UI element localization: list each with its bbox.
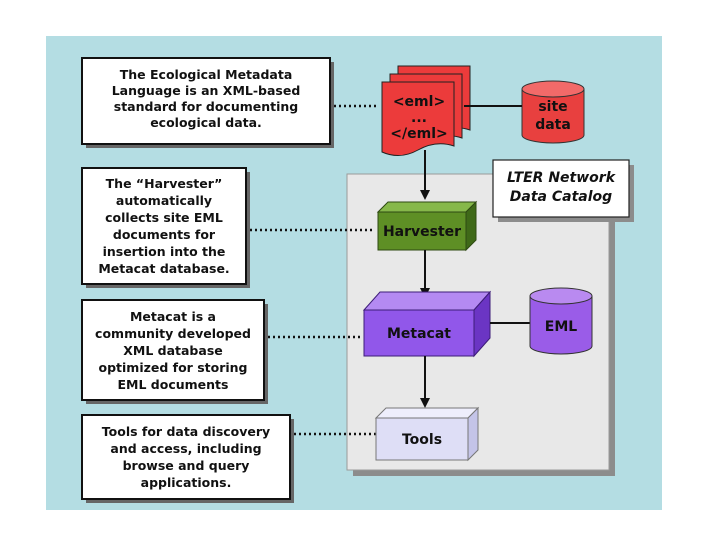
- eml-document-line-3: </eml>: [390, 126, 447, 142]
- eml-document-stack: <eml> ... </eml>: [381, 65, 471, 156]
- tools-description-line-3: browse and query: [123, 458, 250, 473]
- eml-description-box: The Ecological Metadata Language is an X…: [81, 57, 334, 148]
- tools-front-face: [375, 417, 469, 461]
- metacat-description-line-1: Metacat is a: [130, 309, 216, 324]
- catalog-label-box: [492, 159, 630, 218]
- tools-description-line-2: and access, including: [110, 441, 261, 456]
- tools-label: Tools: [402, 432, 442, 448]
- tools-description-line-4: applications.: [141, 475, 232, 490]
- harvester-description-line-2: automatically: [116, 193, 212, 208]
- eml-db-top: [529, 287, 593, 305]
- metacat-description-line-2: community developed: [95, 326, 251, 341]
- harvester-front-face: [377, 211, 467, 251]
- metacat-description-frame: [81, 299, 265, 401]
- harvester-description-line-1: The “Harvester”: [106, 176, 223, 191]
- tools-top-face: [374, 407, 480, 419]
- eml-db-label: EML: [545, 319, 577, 335]
- harvester-description-frame: [81, 167, 247, 285]
- tools-description-line-1: Tools for data discovery: [102, 424, 270, 439]
- tools-node: Tools: [374, 406, 480, 462]
- harvester-top-face: [376, 201, 478, 213]
- eml-description-frame: [81, 57, 331, 145]
- site-data-top: [521, 80, 585, 98]
- metacat-description-line-3: XML database: [123, 343, 223, 358]
- harvester-label: Harvester: [383, 224, 461, 240]
- catalog-label-line-1: LTER Network: [507, 170, 617, 186]
- metacat-label: Metacat: [387, 326, 451, 342]
- metacat-description-box: Metacat is a community developed XML dat…: [81, 299, 268, 404]
- site-data-line-2: data: [535, 117, 571, 133]
- harvester-description-line-5: insertion into the: [103, 244, 226, 259]
- harvester-description-line-6: Metacat database.: [98, 261, 229, 276]
- tools-side-face: [467, 406, 479, 462]
- metacat-top-face: [362, 291, 492, 311]
- harvester-node: Harvester: [376, 200, 478, 252]
- eml-document-front: [381, 81, 455, 156]
- eml-description-line-4: ecological data.: [150, 115, 262, 130]
- site-data-body: [521, 89, 585, 144]
- eml-document-line-1: <eml>: [393, 94, 445, 110]
- eml-db-cylinder: EML: [529, 287, 593, 355]
- site-data-line-1: site: [538, 99, 567, 115]
- eml-document-line-2: ...: [411, 110, 427, 126]
- metacat-front-face: [363, 309, 475, 357]
- catalog-label-line-2: Data Catalog: [510, 189, 612, 205]
- metacat-description-line-5: EML documents: [118, 377, 229, 392]
- tools-description-frame: [81, 414, 291, 500]
- eml-description-line-1: The Ecological Metadata: [120, 67, 293, 82]
- harvester-description-line-4: documents for: [113, 227, 216, 242]
- eml-description-line-3: standard for documenting: [114, 99, 299, 114]
- eml-description-line-2: Language is an XML-based: [112, 83, 301, 98]
- metacat-description-line-4: optimized for storing: [99, 360, 248, 375]
- harvester-description-box: The “Harvester” automatically collects s…: [81, 167, 250, 288]
- metacat-node: Metacat: [362, 290, 492, 358]
- harvester-description-line-3: collects site EML: [105, 210, 223, 225]
- site-data-cylinder: site data: [521, 80, 585, 144]
- eml-db-body: [529, 296, 593, 355]
- tools-description-box: Tools for data discovery and access, inc…: [81, 414, 294, 503]
